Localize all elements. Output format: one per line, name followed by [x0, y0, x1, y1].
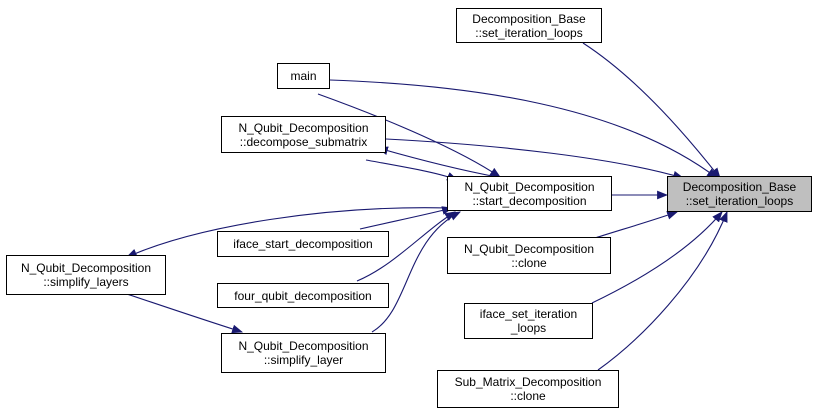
edge-simplify-layers-to-layer: [126, 293, 244, 334]
edge-iface-set-to-focus: [591, 211, 723, 304]
node-four-qubit-decomposition[interactable]: four_qubit_decomposition: [217, 283, 389, 308]
edge-clone-to-focus: [594, 211, 679, 239]
node-label-line1: four_qubit_decomposition: [234, 288, 372, 303]
node-iface-start-decomposition[interactable]: iface_start_decomposition: [217, 231, 389, 257]
node-label-line1: Decomposition_Base: [682, 180, 797, 194]
edge-start-to-decompose: [376, 146, 498, 178]
node-n-qubit-simplify-layer[interactable]: N_Qubit_Decomposition ::simplify_layer: [221, 333, 386, 373]
node-label-line1: Decomposition_Base: [472, 11, 586, 26]
node-label-line1: N_Qubit_Decomposition: [238, 339, 369, 353]
edge-simplify-layer-to-start: [371, 211, 461, 333]
node-n-qubit-start-decomposition[interactable]: N_Qubit_Decomposition ::start_decomposit…: [447, 176, 612, 211]
node-label-line1: Sub_Matrix_Decomposition: [454, 375, 602, 389]
edge-submatrix-to-focus: [597, 210, 728, 371]
node-label-line1: N_Qubit_Decomposition: [463, 241, 595, 256]
edge-start-to-simplify-layers: [125, 207, 451, 258]
node-label-line1: N_Qubit_Decomposition: [464, 179, 595, 194]
node-label-line2: ::simplify_layers: [43, 275, 129, 289]
edge-decompose-to-focus: [385, 138, 685, 180]
node-n-qubit-simplify-layers[interactable]: N_Qubit_Decomposition ::simplify_layers: [6, 255, 166, 295]
edge-four-qubit-to-start: [356, 211, 456, 282]
node-label-line2: ::set_iteration_loops: [475, 25, 583, 40]
node-label-line1: iface_start_decomposition: [233, 237, 373, 251]
edge-main-to-focus: [329, 79, 718, 179]
node-label-line1: N_Qubit_Decomposition: [20, 261, 152, 275]
node-n-qubit-decompose-submatrix[interactable]: N_Qubit_Decomposition ::decompose_submat…: [221, 116, 386, 153]
node-label-line2: ::set_iteration_loops: [685, 194, 794, 208]
node-label-line2: ::start_decomposition: [472, 193, 587, 208]
edge-db-top-to-focus: [582, 42, 721, 179]
node-label-line2: _loops: [510, 321, 547, 335]
edge-decompose-to-start: [365, 159, 459, 181]
node-label-line2: ::decompose_submatrix: [239, 134, 368, 149]
node-sub-matrix-decomposition-clone[interactable]: Sub_Matrix_Decomposition ::clone: [437, 370, 619, 408]
node-label-line2: ::clone: [511, 255, 547, 270]
node-main[interactable]: main: [277, 63, 330, 89]
node-label-line1: iface_set_iteration: [479, 307, 578, 321]
node-iface-set-iteration-loops[interactable]: iface_set_iteration _loops: [464, 303, 593, 339]
node-n-qubit-clone[interactable]: N_Qubit_Decomposition ::clone: [447, 237, 611, 274]
node-decomposition-base-set-iteration-loops-focus[interactable]: Decomposition_Base ::set_iteration_loops: [667, 176, 812, 212]
edge-iface-start-to-start: [359, 206, 454, 230]
node-decomposition-base-set-iteration-loops-top[interactable]: Decomposition_Base ::set_iteration_loops: [456, 8, 602, 43]
node-label-line2: ::simplify_layer: [263, 353, 344, 367]
node-label-line1: main: [290, 69, 317, 83]
edge-main-to-start: [317, 93, 501, 178]
node-label-line2: ::clone: [510, 389, 546, 403]
node-label-line1: N_Qubit_Decomposition: [238, 120, 369, 135]
